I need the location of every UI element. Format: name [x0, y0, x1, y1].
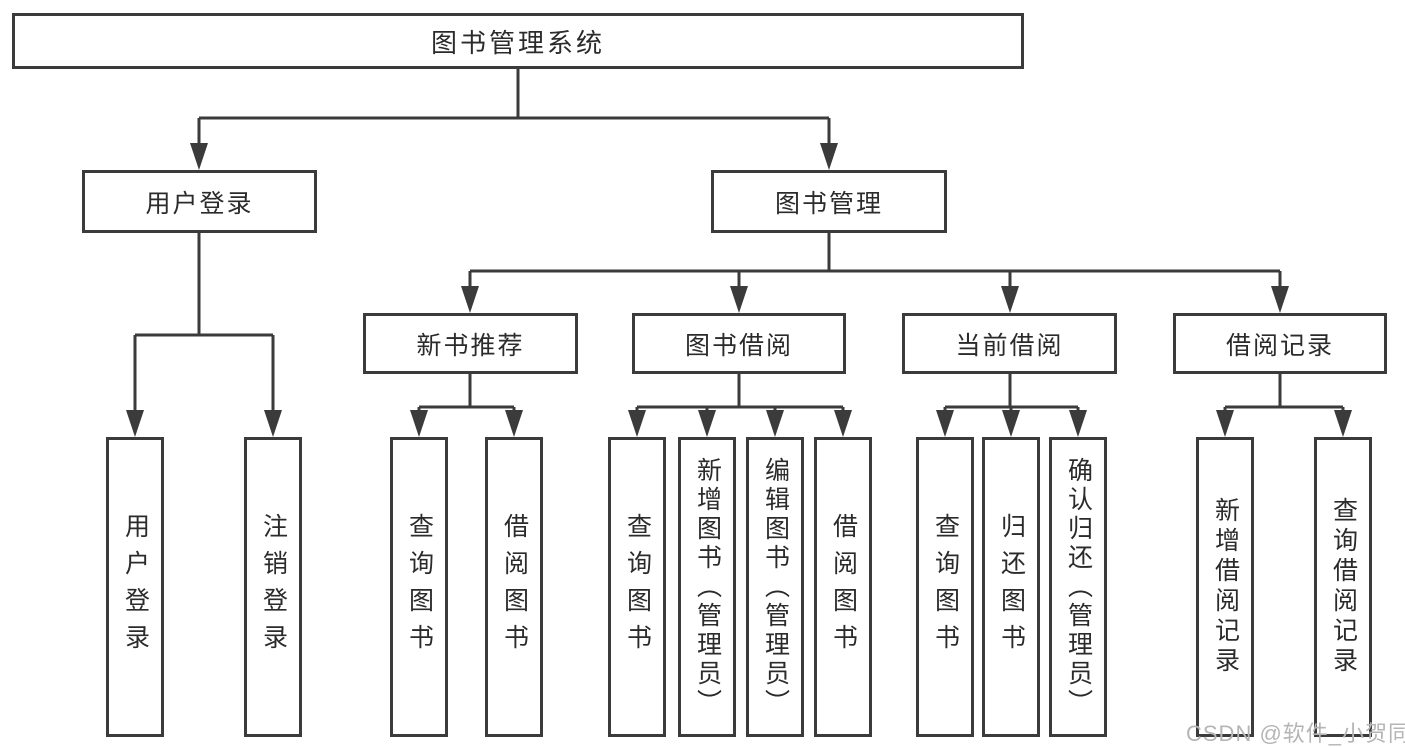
leaf-query-books-1-label: 查询图书	[405, 513, 434, 661]
leaf-query-books-2-label: 查询图书	[623, 513, 652, 661]
connector-line	[197, 69, 831, 166]
leaf-logout: 注销登录	[244, 437, 302, 737]
arrow-down-icon	[628, 410, 852, 437]
leaf-borrow-books-2-label: 借阅图书	[829, 513, 858, 661]
node-borrow-records-label: 借阅记录	[1225, 331, 1334, 360]
node-borrow-records: 借阅记录	[1173, 313, 1387, 374]
connector-book-management-to-level3	[461, 233, 1289, 313]
connector-line	[417, 374, 516, 433]
connector-current-borrow-to-leaves	[936, 374, 1087, 437]
leaf-query-borrow-record-label: 查询借阅记录	[1329, 497, 1358, 677]
connector-new-book-recommend-to-leaves	[410, 374, 523, 437]
node-book-borrow: 图书借阅	[632, 313, 846, 374]
leaf-user-login-label: 用户登录	[121, 513, 150, 661]
leaf-add-borrow-record: 新增借阅记录	[1196, 437, 1254, 737]
leaf-confirm-return-admin: 确认归还（管理员）	[1049, 437, 1107, 737]
leaf-borrow-books-2: 借阅图书	[814, 437, 872, 737]
connector-book-borrow-to-leaves	[628, 374, 852, 437]
leaf-query-books-1: 查询图书	[390, 437, 448, 737]
leaf-return-books: 归还图书	[982, 437, 1040, 737]
leaf-add-borrow-record-label: 新增借阅记录	[1211, 497, 1240, 677]
node-book-management: 图书管理	[711, 170, 947, 233]
arrow-down-icon	[410, 410, 523, 437]
leaf-edit-books-admin: 编辑图书（管理员）	[746, 437, 804, 737]
node-root-label: 图书管理系统	[430, 27, 605, 58]
arrow-down-icon	[936, 410, 1087, 437]
leaf-query-books-2: 查询图书	[608, 437, 666, 737]
arrow-down-icon	[126, 410, 282, 437]
connector-line	[1223, 374, 1345, 433]
leaf-query-books-3: 查询图书	[916, 437, 974, 737]
node-book-management-label: 图书管理	[774, 189, 883, 218]
leaf-add-books-admin: 新增图书（管理员）	[678, 437, 736, 737]
leaf-borrow-books-1-label: 借阅图书	[500, 513, 529, 661]
node-current-borrow-label: 当前借阅	[955, 331, 1064, 360]
arrow-down-icon	[190, 143, 838, 170]
node-book-borrow-label: 图书借阅	[684, 331, 793, 360]
connector-line	[635, 374, 845, 433]
connector-root-to-level2	[190, 69, 838, 170]
node-new-book-recommend-label: 新书推荐	[416, 331, 525, 360]
leaf-confirm-return-admin-label: 确认归还（管理员）	[1064, 456, 1093, 718]
connector-line	[468, 233, 1282, 309]
node-user-login-label: 用户登录	[145, 189, 254, 218]
connector-borrow-records-to-leaves	[1216, 374, 1352, 437]
csdn-watermark: CSDN @软件_小贺同学	[1186, 721, 1405, 746]
leaf-borrow-books-1: 借阅图书	[485, 437, 543, 737]
leaf-logout-label: 注销登录	[259, 513, 288, 661]
node-new-book-recommend: 新书推荐	[363, 313, 578, 374]
connector-line	[133, 233, 275, 433]
leaf-query-borrow-record: 查询借阅记录	[1314, 437, 1372, 737]
leaf-edit-books-admin-label: 编辑图书（管理员）	[761, 456, 790, 718]
node-current-borrow: 当前借阅	[902, 313, 1117, 374]
arrow-down-icon	[461, 286, 1289, 313]
leaf-user-login: 用户登录	[106, 437, 164, 737]
arrow-down-icon	[1216, 410, 1352, 437]
connector-user-login-to-leaves	[126, 233, 282, 437]
leaf-add-books-admin-label: 新增图书（管理员）	[693, 456, 722, 718]
node-user-login: 用户登录	[82, 170, 317, 233]
node-root: 图书管理系统	[12, 13, 1024, 69]
leaf-query-books-3-label: 查询图书	[931, 513, 960, 661]
leaf-return-books-label: 归还图书	[997, 513, 1026, 661]
